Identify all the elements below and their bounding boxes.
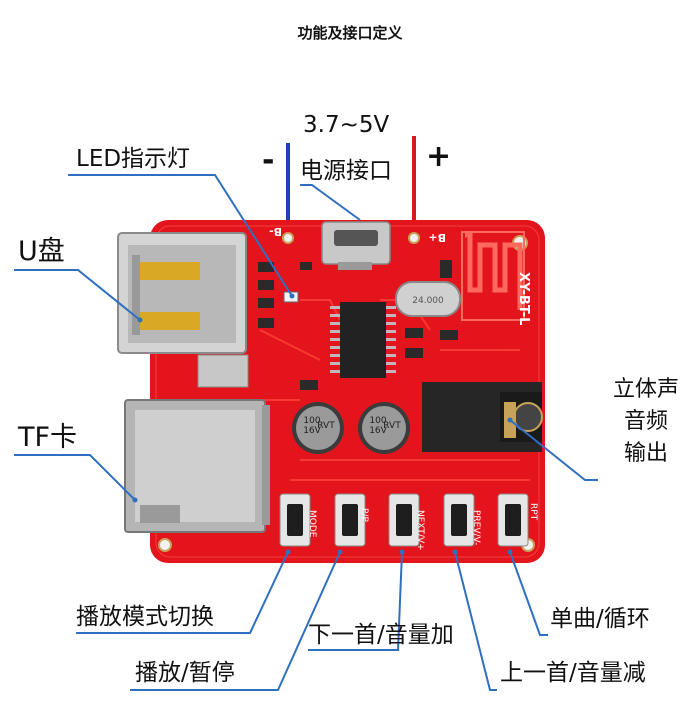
tf-label: TF卡	[18, 422, 78, 453]
crystal-mark: 24.000	[412, 296, 444, 306]
capacitor-left	[292, 402, 344, 454]
single-loop-label: 单曲/循环	[550, 606, 650, 632]
pad-plus-mark: B+	[428, 231, 446, 244]
pad-minus-mark: B-	[269, 225, 282, 238]
tf-card-slot	[124, 399, 270, 533]
diagram-title: 功能及接口定义	[297, 24, 403, 42]
next-mark: NEXT/V+	[415, 510, 425, 551]
rpt-mark: RPT	[528, 503, 538, 521]
stereo-line-3: 输出	[623, 440, 668, 466]
cap-right-line3: RVT	[383, 421, 401, 431]
micro-usb-port	[321, 221, 391, 270]
main-ic	[330, 302, 396, 378]
stereo-line-2: 音频	[623, 408, 668, 434]
usb-a-port	[117, 232, 249, 388]
cap-right-line1: 100	[369, 416, 386, 426]
cap-right-line2: 16V	[369, 426, 387, 436]
audio-jack	[422, 382, 543, 452]
voltage-label: 3.7~5V	[303, 112, 390, 138]
udisk-label: U盘	[18, 236, 65, 267]
stereo-line-1: 立体声	[612, 377, 679, 402]
mode-mark: MODE	[307, 510, 317, 538]
led-label: LED指示灯	[76, 146, 191, 172]
button-repeat	[497, 493, 529, 547]
mode-switch-label: 播放模式切换	[76, 604, 214, 630]
cap-left-line2: 16V	[303, 426, 321, 436]
cap-left-line3: RVT	[317, 421, 335, 431]
model-mark: XY-BT-L	[516, 272, 531, 325]
leader-lines	[14, 174, 598, 691]
capacitor-right	[358, 402, 410, 454]
crystal-oscillator	[395, 281, 461, 317]
plus-sign: +	[426, 139, 452, 174]
minus-sign: -	[262, 143, 275, 178]
prev-mark: PREV/V-	[471, 510, 481, 545]
button-mode	[279, 493, 311, 547]
power-port-label: 电源接口	[300, 158, 392, 184]
button-play-pause	[334, 493, 366, 547]
play-pause-label: 播放/暂停	[135, 660, 235, 686]
button-next	[388, 493, 420, 547]
next-volup-label: 下一首/音量加	[308, 622, 454, 648]
pp-mark: P/P	[359, 508, 369, 522]
prev-voldown-label: 上一首/音量减	[500, 660, 646, 686]
stereo-output-label: 立体声 音频 输出	[600, 374, 692, 470]
cap-left-line1: 100	[303, 416, 320, 426]
button-prev	[443, 493, 475, 547]
smd-components	[258, 260, 458, 390]
